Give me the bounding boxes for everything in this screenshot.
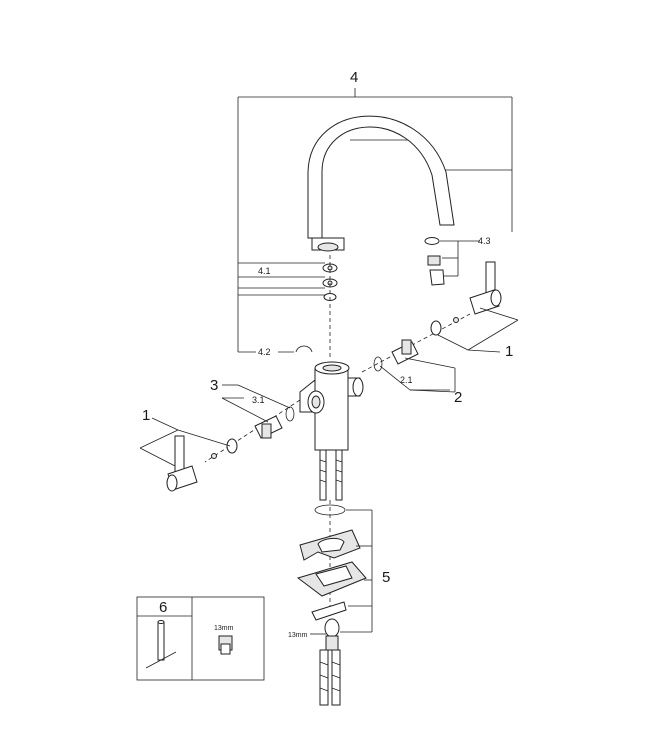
- mounting-kit: [296, 504, 367, 651]
- cartridge-left: [204, 399, 301, 463]
- supply-hoses: [319, 449, 343, 706]
- callout-4-2-leader: [238, 345, 313, 357]
- aerator-right: [424, 237, 480, 286]
- callout-1-right-leader: [437, 307, 519, 353]
- callout-2-leader: [379, 357, 456, 393]
- handle-right: [469, 261, 502, 315]
- callout-3-leader: [221, 384, 291, 423]
- callout-1-left: 1: [142, 407, 150, 424]
- callout-4-1: 4.1: [258, 266, 271, 276]
- callout-6: 6: [159, 599, 167, 616]
- callout-2: 2: [454, 389, 462, 406]
- cartridge-right: [361, 313, 471, 373]
- spout: [307, 115, 455, 251]
- callout-5: 5: [382, 569, 390, 586]
- hose-wrench-size: 13mm: [288, 632, 308, 639]
- aerator-stack: [317, 242, 339, 360]
- callout-4-3: 4.3: [478, 236, 491, 246]
- callout-1-left-leader: [139, 417, 231, 467]
- callout-4-bracket: [237, 88, 513, 352]
- callout-5-leader: [340, 509, 373, 633]
- tool-box: [136, 596, 265, 681]
- faucet-body: [299, 361, 364, 451]
- handle-left: [166, 435, 198, 492]
- callout-4-1-leaders: [238, 262, 325, 296]
- callout-2-1: 2.1: [400, 375, 413, 385]
- callout-3: 3: [210, 377, 218, 394]
- callout-1-right: 1: [505, 343, 513, 360]
- callout-4: 4: [350, 69, 358, 86]
- callout-3-1: 3.1: [252, 395, 265, 405]
- tool-wrench-size: 13mm: [214, 625, 234, 632]
- callout-4-2: 4.2: [258, 347, 271, 357]
